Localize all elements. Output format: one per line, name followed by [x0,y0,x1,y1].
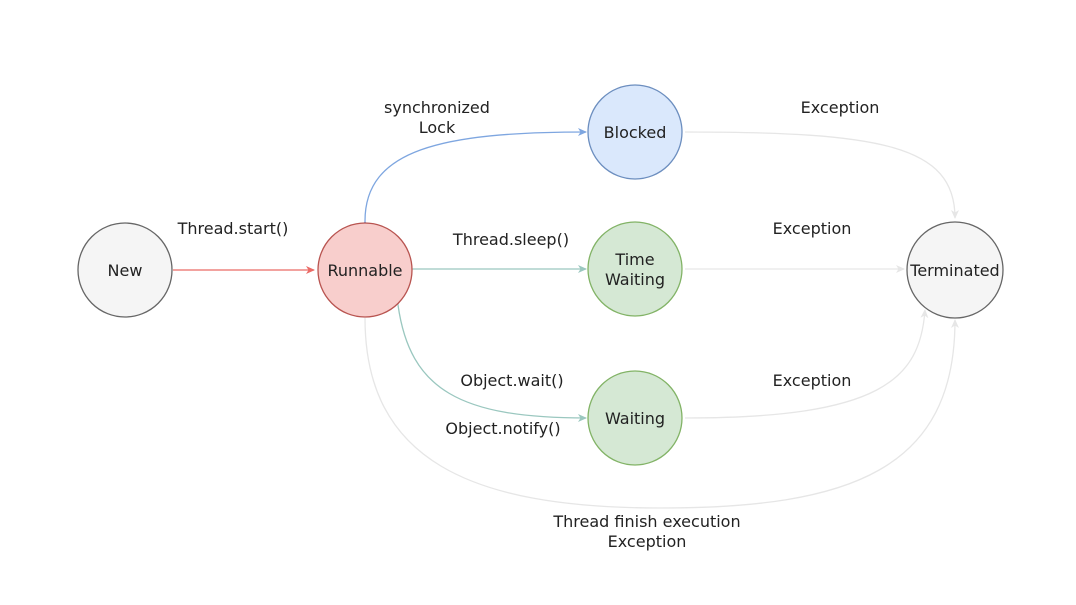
node-terminated[interactable]: Terminated [906,221,1004,319]
edge-blocked-to-terminated [684,131,959,219]
node-blocked-label: Blocked [604,123,667,142]
label-waiting-exception: Exception [773,371,852,390]
edge-runnable-blocked [360,128,587,230]
node-runnable-label: Runnable [327,261,402,280]
label-thread-start: Thread.start() [177,219,289,238]
node-waiting-label: Waiting [605,409,665,428]
edge-runnable-waiting [392,296,587,422]
label-timewaiting-exception: Exception [773,219,852,238]
node-new-label: New [108,261,143,280]
label-object-notify: Object.notify() [445,419,560,438]
node-blocked[interactable]: Blocked [587,84,683,180]
label-object-wait: Object.wait() [460,371,563,390]
node-new[interactable]: New [77,222,173,318]
edge-runnable-to-terminated [364,317,959,509]
label-blocked-exception: Exception [801,98,880,117]
edges [173,128,959,509]
node-runnable[interactable]: Runnable [317,222,413,318]
label-thread-sleep: Thread.sleep() [452,230,569,249]
node-terminated-label: Terminated [909,261,999,280]
node-waiting[interactable]: Waiting [587,370,683,466]
edge-waiting-to-terminated [684,309,929,419]
